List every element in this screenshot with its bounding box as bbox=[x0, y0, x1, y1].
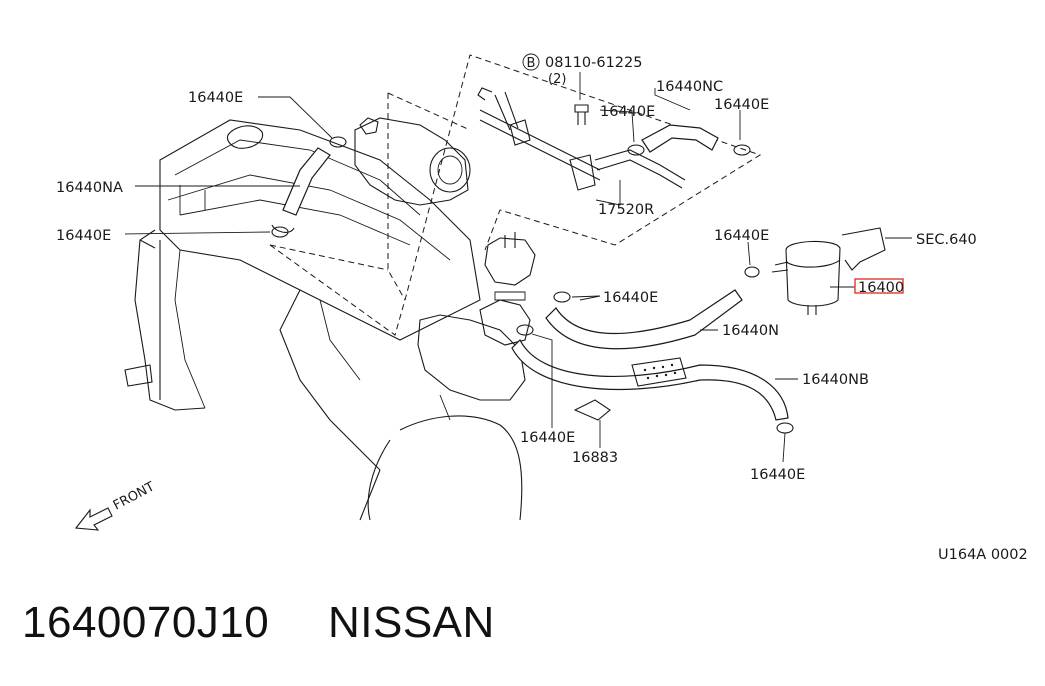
label-sec-ref: SEC.640 bbox=[916, 232, 977, 248]
label-clamp-top-mid: 16440E bbox=[600, 104, 655, 120]
labels: 16440E 16440NA 16440E 08110-61225 (2) 16… bbox=[56, 55, 1028, 563]
hose-16440nb-drawing bbox=[511, 338, 789, 421]
label-clamp-top-left: 16440E bbox=[188, 90, 243, 106]
leader-lines bbox=[124, 72, 912, 463]
label-hose-nc: 16440NC bbox=[656, 79, 723, 95]
label-bolt-qty: (2) bbox=[548, 72, 566, 87]
engine-block-drawing bbox=[124, 117, 536, 521]
part-number: 1640070J10 bbox=[22, 598, 270, 647]
brand-name: NISSAN bbox=[327, 598, 495, 647]
label-clamp-bottom-center: 16440E bbox=[520, 430, 575, 446]
hose-16440nc-drawing bbox=[641, 124, 719, 153]
bolt-drawing bbox=[574, 104, 589, 125]
label-bolt-code: 08110-61225 bbox=[545, 55, 643, 71]
label-clamp-center: 16440E bbox=[603, 290, 658, 306]
part-footer: 1640070J10 NISSAN bbox=[22, 598, 495, 648]
label-front: FRONT bbox=[111, 479, 157, 513]
sleeve-texture bbox=[643, 363, 677, 380]
front-indicator: FRONT bbox=[74, 479, 157, 531]
label-clamp-filter: 16440E bbox=[714, 228, 769, 244]
clamps bbox=[271, 136, 794, 434]
bolt-badge-text: B bbox=[527, 56, 536, 71]
hose-16440n-drawing bbox=[545, 289, 743, 350]
label-figure-code: U164A 0002 bbox=[938, 547, 1028, 563]
label-hose-n: 16440N bbox=[722, 323, 779, 339]
label-hose-na: 16440NA bbox=[56, 180, 123, 196]
label-clamp-top-right: 16440E bbox=[714, 97, 769, 113]
label-clamp-bottom-right: 16440E bbox=[750, 467, 805, 483]
label-clamp-left: 16440E bbox=[56, 228, 111, 244]
label-hose-nb: 16440NB bbox=[802, 372, 869, 388]
label-bracket: 16883 bbox=[572, 450, 618, 466]
bolt-badge-circle bbox=[522, 53, 540, 71]
fuel-filter-drawing bbox=[771, 227, 886, 315]
protector-sleeve-drawing bbox=[631, 357, 687, 387]
front-arrow-icon bbox=[74, 507, 113, 531]
dashed-boundaries bbox=[269, 54, 762, 336]
label-fuel-filter: 16400 bbox=[858, 280, 904, 296]
fuel-pipe-drawing bbox=[477, 87, 686, 191]
label-pipe: 17520R bbox=[598, 202, 654, 218]
highlight-box bbox=[854, 278, 904, 294]
